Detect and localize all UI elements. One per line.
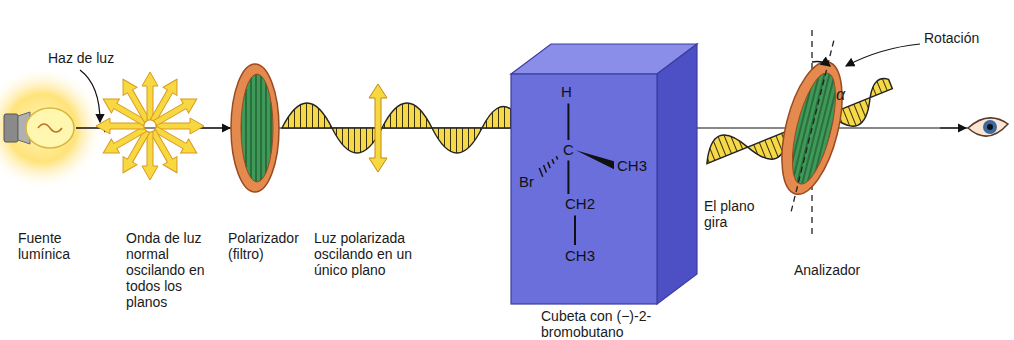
callout-label: Haz de luz [48,50,114,66]
callout-label: Fuente lumínica [18,230,98,262]
formula-atom: C [563,142,574,159]
callout-label: Onda de luz normal oscilando en todos lo… [126,230,210,310]
formula-atom: Br [519,174,534,191]
callout-label: Rotación [924,30,979,46]
formula-atom: H [561,84,572,101]
cube-shape [505,38,705,340]
callout-label: El plano gira [704,198,776,230]
sample-cell: HCBrCH3CH2CH3Cubeta con (−)-2-bromobutan… [505,38,705,340]
callout-label: Luz polarizada oscilando en un único pla… [314,230,432,278]
callout-label: Analizador [794,262,860,278]
formula-atom: CH3 [565,248,595,265]
cell-caption: Cubeta con (−)-2-bromobutano [541,308,691,340]
formula-atom: CH3 [617,158,647,175]
callout-label: α [836,86,845,104]
formula-atom: CH2 [565,196,595,213]
callout-label: Polarizador (filtro) [228,230,310,262]
